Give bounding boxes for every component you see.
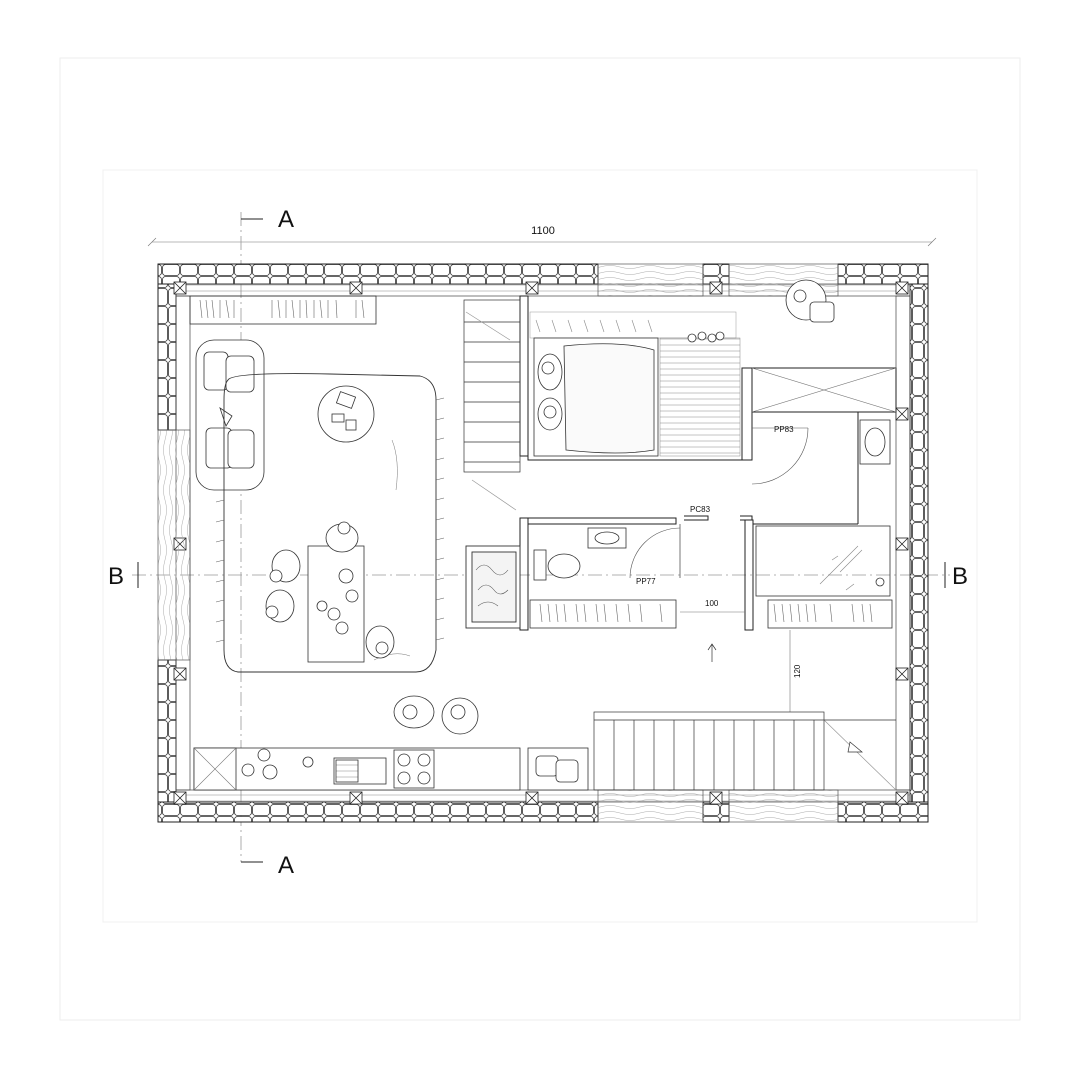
corridor-length-label: 120 xyxy=(793,664,802,678)
section-b-left-label: B xyxy=(108,563,124,590)
diner-1 xyxy=(325,521,359,553)
wardrobes xyxy=(529,599,893,629)
sheet-frame-outer xyxy=(59,57,1021,1021)
section-b-right-label: B xyxy=(952,563,968,590)
bedroom xyxy=(529,311,741,457)
door-pc83: PC83 xyxy=(690,505,711,514)
door-pc83-label: PC83 xyxy=(690,505,711,514)
stair-lower xyxy=(593,711,897,791)
sheet-frame-inner xyxy=(102,169,978,923)
interior-walls xyxy=(519,295,897,631)
bookshelf-top xyxy=(189,295,377,325)
door-pp83: PP83 xyxy=(751,425,809,485)
stair-upper xyxy=(463,299,521,511)
bathroom-fixtures xyxy=(533,419,891,597)
section-a-bottom-label: A xyxy=(278,852,294,879)
coffee-table xyxy=(317,385,375,443)
reading-chair xyxy=(785,279,835,323)
corridor-width-label: 100 xyxy=(705,599,719,608)
windows xyxy=(157,263,839,823)
stove xyxy=(465,545,521,629)
rug xyxy=(215,373,445,673)
kitchen-counter xyxy=(193,747,521,791)
overall-width-label: 1100 xyxy=(531,225,555,237)
dining-table xyxy=(265,521,395,663)
sofa xyxy=(195,339,265,491)
door-pp77: PP77 xyxy=(636,577,656,586)
corridor-dimensions: 100 120 xyxy=(680,599,802,712)
storage-corner xyxy=(527,747,589,791)
overall-dimension: 1100 xyxy=(147,225,937,247)
diner-3 xyxy=(265,589,295,623)
diner-4 xyxy=(365,625,395,659)
section-a-top-label: A xyxy=(278,206,294,233)
door-pp83-label: PP83 xyxy=(774,425,794,434)
standing-people xyxy=(393,695,479,735)
door-pp77-label: PP77 xyxy=(636,577,656,586)
diner-2 xyxy=(269,549,301,583)
